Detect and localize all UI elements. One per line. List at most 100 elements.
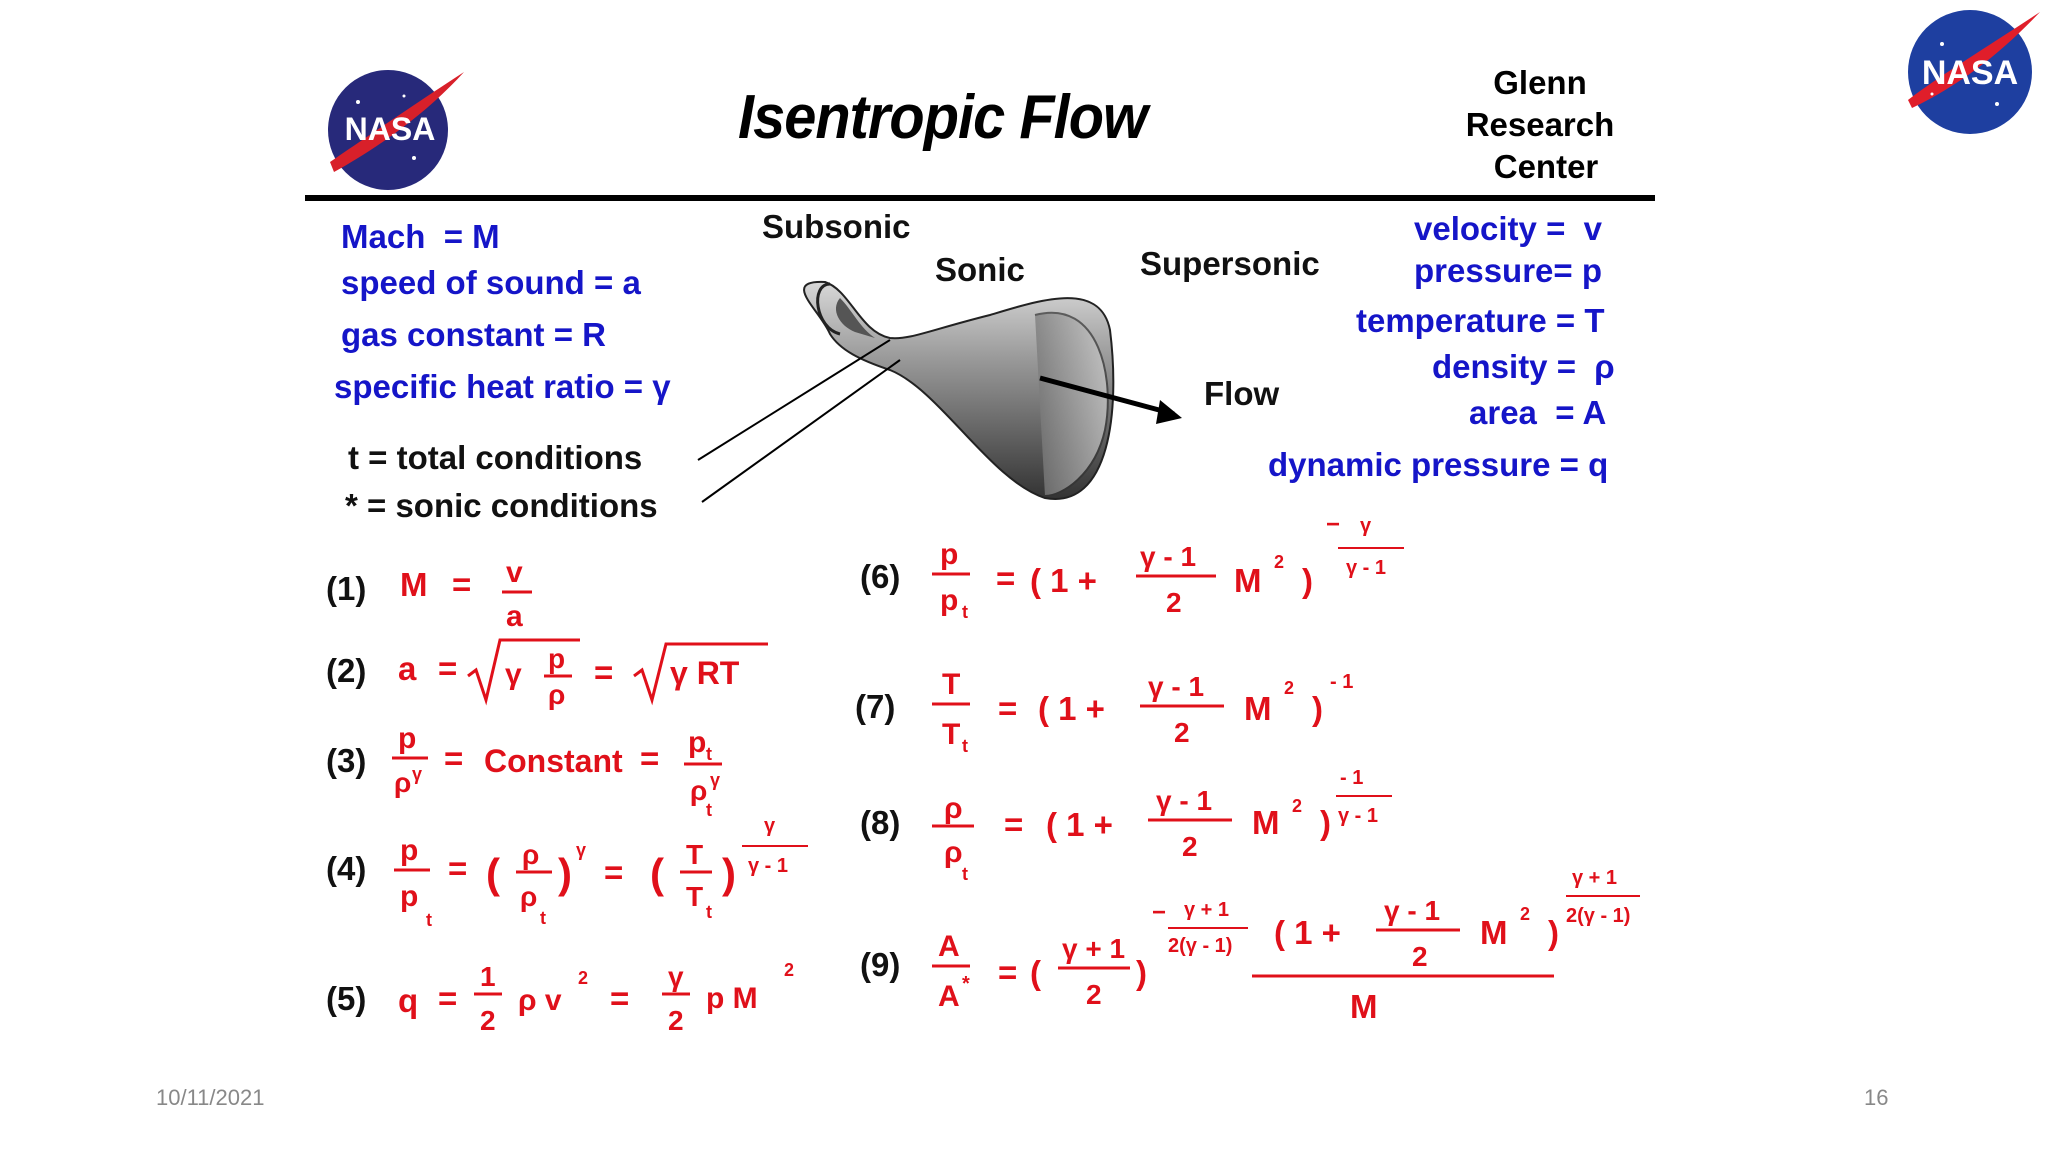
svg-text:A: A — [938, 980, 960, 1013]
label-subsonic: Subsonic — [762, 208, 911, 245]
svg-text:=: = — [594, 654, 613, 691]
svg-text:t: t — [706, 902, 712, 922]
svg-text:γ - 1: γ - 1 — [1156, 785, 1212, 816]
svg-text:T: T — [942, 668, 960, 701]
svg-text:): ) — [1302, 562, 1313, 599]
svg-text:A: A — [938, 930, 960, 963]
svg-text:t: t — [962, 736, 968, 756]
svg-text:γ + 1: γ + 1 — [1184, 899, 1229, 921]
svg-text:2: 2 — [1520, 904, 1530, 924]
svg-text:=: = — [438, 980, 457, 1017]
svg-text:γ - 1: γ - 1 — [1148, 671, 1204, 702]
sonic-conditions: * = sonic conditions — [345, 487, 658, 524]
svg-text:2: 2 — [784, 960, 794, 980]
equation-2: a = γ p ρ = γ RT — [398, 638, 768, 710]
def-pressure: pressure= p — [1414, 252, 1603, 289]
svg-text:γ - 1: γ - 1 — [748, 855, 788, 877]
svg-text:t: t — [540, 908, 546, 928]
svg-text:( 1 +: ( 1 + — [1030, 562, 1097, 599]
svg-text:( 1 +: ( 1 + — [1274, 914, 1341, 951]
def-dynamic-pressure: dynamic pressure = q — [1268, 446, 1609, 483]
svg-text:2(γ - 1): 2(γ - 1) — [1566, 905, 1630, 927]
svg-text:): ) — [1320, 804, 1331, 841]
svg-text:M: M — [1234, 562, 1262, 599]
svg-text:ρ v: ρ v — [518, 984, 562, 1017]
svg-text:M: M — [1480, 914, 1508, 951]
svg-text:2: 2 — [1166, 587, 1182, 618]
equation-1: M = v a — [400, 556, 532, 633]
def-specific-heat-ratio: specific heat ratio = γ — [334, 368, 671, 405]
svg-text:p: p — [398, 722, 416, 755]
svg-text:γ: γ — [505, 658, 522, 691]
eq-number-6: (6) — [860, 558, 901, 595]
svg-text:ρ: ρ — [522, 839, 539, 870]
svg-text:- 1: - 1 — [1330, 671, 1353, 693]
svg-text:1: 1 — [480, 961, 496, 992]
def-gas-constant: gas constant = R — [341, 316, 606, 353]
svg-text:*: * — [962, 973, 970, 995]
svg-text:): ) — [1548, 914, 1559, 951]
nozzle-diagram — [690, 270, 1230, 510]
center-line-3: Center — [1493, 148, 1599, 185]
svg-text:): ) — [558, 850, 572, 897]
svg-text:M: M — [1252, 804, 1280, 841]
nasa-corner-logo: NASA — [1902, 4, 2042, 138]
svg-text:γ - 1: γ - 1 — [1346, 557, 1386, 579]
svg-text:=: = — [438, 650, 457, 687]
svg-text:T: T — [686, 881, 703, 912]
eq-number-9: (9) — [860, 946, 901, 983]
svg-text:(: ( — [486, 850, 500, 897]
svg-text:2: 2 — [1182, 831, 1198, 862]
svg-text:T: T — [686, 839, 703, 870]
svg-text:M: M — [1350, 988, 1378, 1025]
svg-text:2: 2 — [1284, 678, 1294, 698]
svg-text:v: v — [506, 556, 523, 589]
svg-text:=: = — [604, 854, 623, 891]
eq-number-1: (1) — [326, 570, 367, 607]
svg-text:=: = — [996, 560, 1015, 597]
svg-text:2: 2 — [1086, 979, 1102, 1010]
svg-text:γ: γ — [412, 764, 422, 784]
svg-text:a: a — [398, 650, 417, 687]
svg-text:ρ: ρ — [394, 767, 411, 798]
def-mach: Mach = M — [341, 218, 500, 255]
svg-text:p: p — [548, 643, 565, 674]
svg-text:2: 2 — [1274, 552, 1284, 572]
svg-text:γ: γ — [1360, 515, 1372, 537]
svg-text:γ - 1: γ - 1 — [1384, 895, 1440, 926]
svg-text:p: p — [940, 538, 958, 571]
svg-text:ρ: ρ — [944, 792, 963, 825]
center-name: Glenn Research Center — [1440, 62, 1640, 188]
svg-text:γ + 1: γ + 1 — [1062, 933, 1125, 964]
center-line-1: Glenn — [1493, 64, 1587, 101]
svg-text:γ - 1: γ - 1 — [1338, 805, 1378, 827]
svg-text:(: ( — [650, 850, 664, 897]
svg-text:(: ( — [1030, 954, 1041, 991]
svg-text:=: = — [452, 566, 471, 603]
def-velocity: velocity = v — [1414, 210, 1603, 247]
svg-text:γ: γ — [764, 815, 776, 837]
svg-text:2: 2 — [480, 1005, 496, 1036]
svg-text:M: M — [400, 566, 428, 603]
label-sonic: Sonic — [935, 251, 1025, 288]
svg-text:−: − — [1152, 899, 1166, 926]
equation-5: q = 1 2 ρ v2 = γ 2 p M2 — [398, 960, 794, 1036]
total-conditions: t = total conditions — [348, 439, 643, 476]
svg-text:t: t — [962, 602, 968, 622]
svg-text:): ) — [1136, 954, 1147, 991]
svg-text:=: = — [998, 954, 1017, 991]
svg-text:): ) — [1312, 690, 1323, 727]
svg-text:ρ: ρ — [690, 775, 707, 806]
footer-page-number: 16 — [1864, 1085, 1889, 1110]
svg-text:−: − — [1326, 511, 1340, 538]
def-temperature: temperature = T — [1356, 302, 1605, 339]
footer-date: 10/11/2021 — [156, 1085, 265, 1110]
def-density: density = ρ — [1432, 348, 1615, 385]
svg-text:( 1 +: ( 1 + — [1046, 806, 1113, 843]
eq-number-7: (7) — [855, 688, 896, 725]
svg-text:t: t — [962, 864, 968, 884]
svg-text:p M: p M — [706, 982, 758, 1015]
svg-text:): ) — [722, 850, 736, 897]
